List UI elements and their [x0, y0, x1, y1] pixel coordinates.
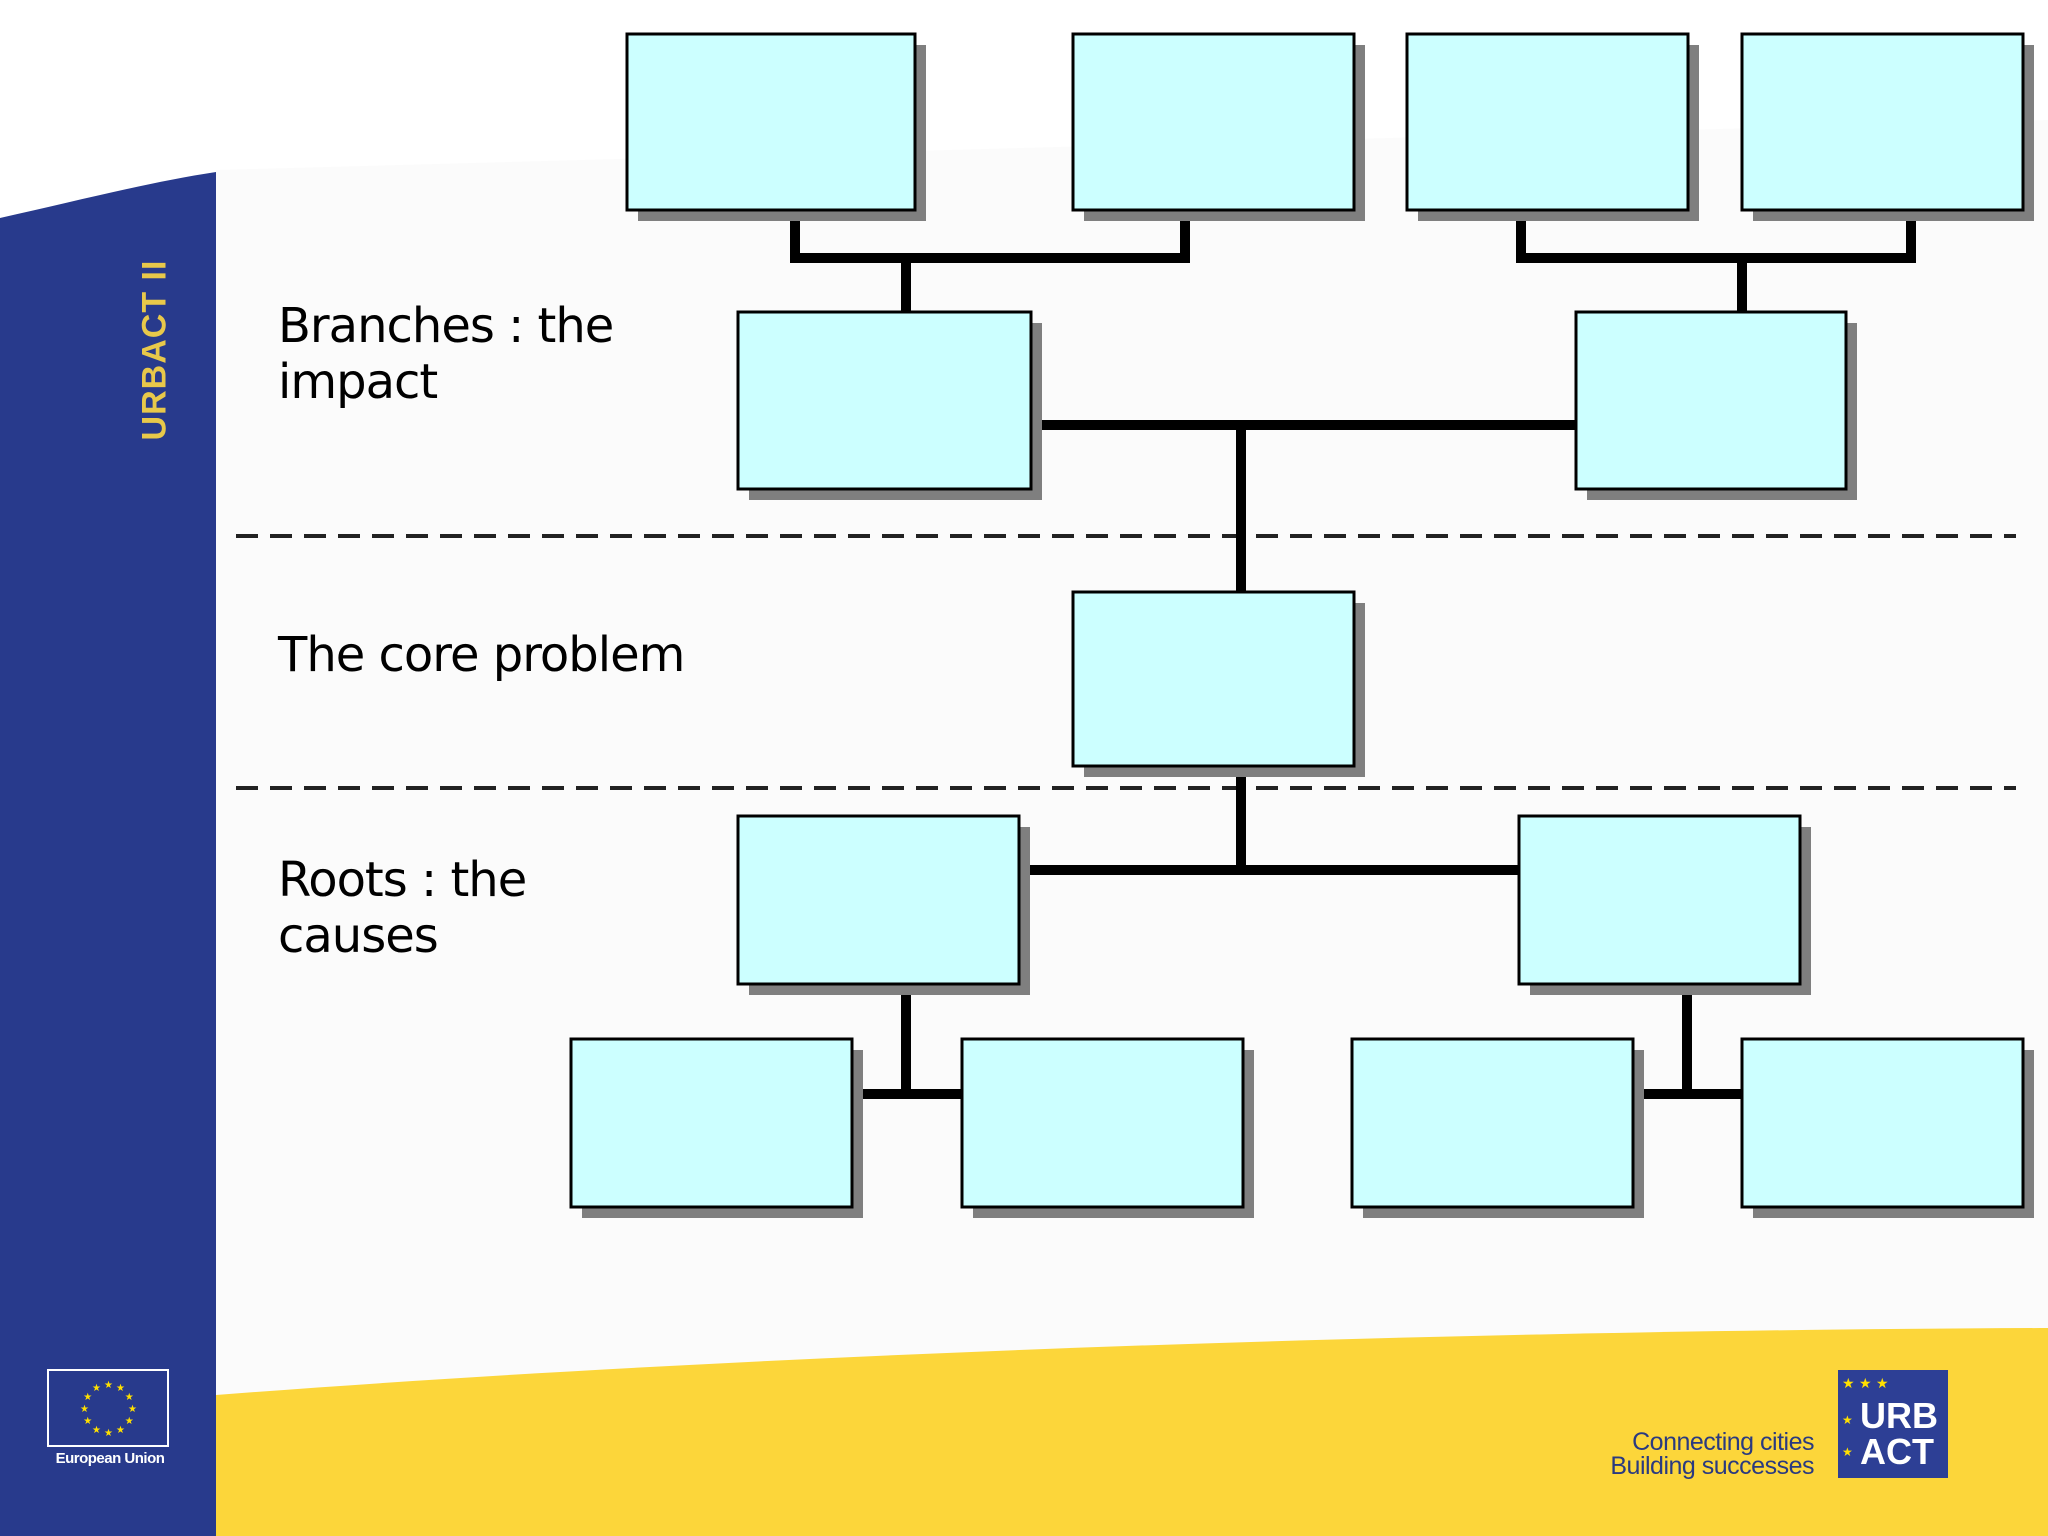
- footer-yellow-band: [216, 1328, 2048, 1536]
- eu-star-icon: ★: [104, 1380, 113, 1391]
- urbact-logo: ★ ★ ★ ★ ★ URB ACT: [1838, 1370, 1948, 1478]
- branches-label: Branches : the impact: [278, 298, 614, 410]
- urbact-star-icon-2: ★: [1842, 1413, 1853, 1427]
- tagline-line-1: Connecting cities: [1632, 1428, 1814, 1456]
- core-problem-label: The core problem: [278, 627, 685, 683]
- eu-star-icon: ★: [116, 1425, 125, 1436]
- urbact-logo-line-2: ACT: [1860, 1431, 1934, 1472]
- cause-box-right: [1517, 814, 1811, 995]
- impact-box-3: [1405, 32, 1699, 221]
- cause-box-3: [1350, 1037, 1644, 1218]
- cause-box-left: [736, 814, 1030, 995]
- impact-box-4: [1740, 32, 2034, 221]
- eu-star-icon: ★: [125, 1416, 134, 1427]
- eu-star-icon: ★: [128, 1404, 137, 1415]
- eu-star-icon: ★: [80, 1404, 89, 1415]
- impact-box-1: [625, 32, 926, 221]
- urbact-logo-line-1: URB: [1860, 1395, 1938, 1436]
- tagline-line-2: Building successes: [1610, 1452, 1814, 1480]
- eu-star-icon: ★: [83, 1392, 92, 1403]
- cause-box-4: [1740, 1037, 2034, 1218]
- eu-star-icon: ★: [125, 1392, 134, 1403]
- sidebar-blue-band: [0, 172, 216, 1536]
- eu-star-icon: ★: [83, 1416, 92, 1427]
- cause-box-2: [960, 1037, 1254, 1218]
- eu-flag-logo: ★★★★★★★★★★★★: [47, 1369, 169, 1447]
- eu-caption: European Union: [55, 1450, 165, 1467]
- eu-star-icon: ★: [92, 1383, 101, 1394]
- impact-box-right: [1574, 310, 1857, 500]
- connectors: [790, 200, 1916, 1099]
- urbact-star-icon-3: ★: [1842, 1445, 1853, 1459]
- vertical-program-title: URBACT II: [135, 259, 174, 441]
- core-problem-box: [1071, 590, 1365, 777]
- tree-boxes: [569, 32, 2034, 1218]
- impact-box-left: [736, 310, 1042, 500]
- cause-box-1: [569, 1037, 863, 1218]
- impact-box-2: [1071, 32, 1365, 221]
- roots-label: Roots : the causes: [278, 852, 527, 964]
- eu-star-icon: ★: [104, 1428, 113, 1439]
- tagline: Connecting cities Building successes: [1610, 1428, 1814, 1480]
- eu-star-icon: ★: [116, 1383, 125, 1394]
- urbact-star-icon: ★ ★ ★: [1842, 1376, 1889, 1392]
- eu-star-icon: ★: [92, 1425, 101, 1436]
